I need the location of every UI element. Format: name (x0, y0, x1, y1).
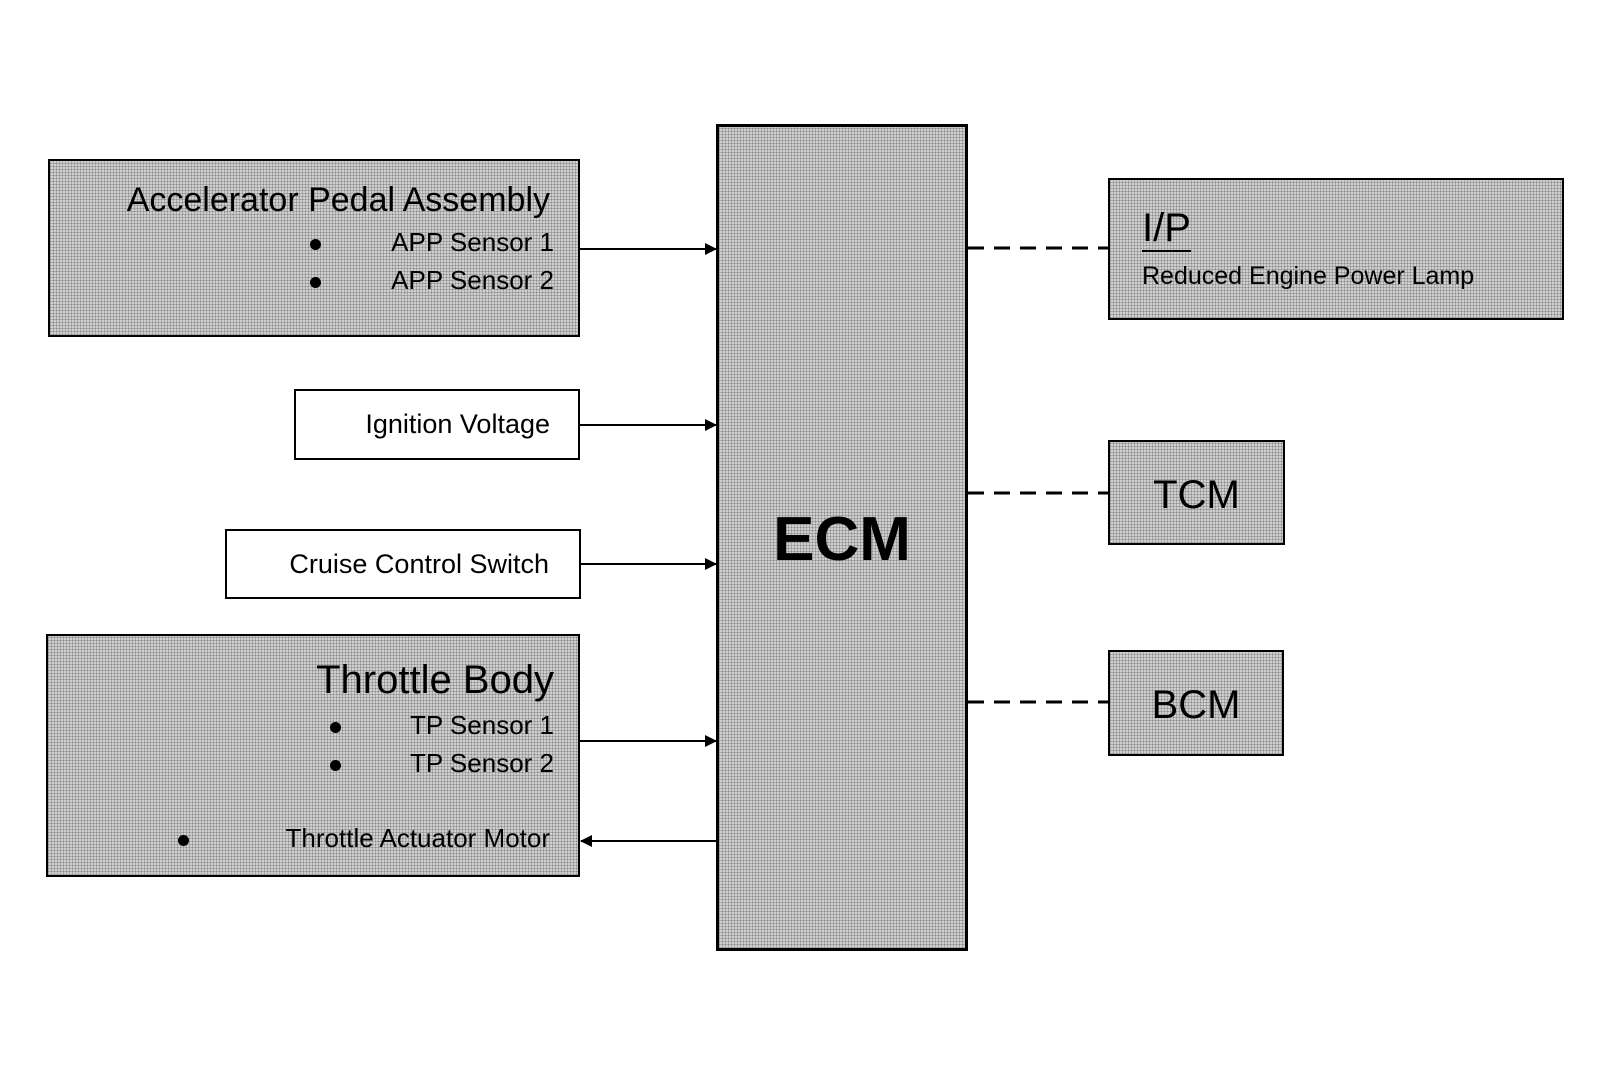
app-assembly-title: Accelerator Pedal Assembly (126, 181, 550, 219)
app-sensor-1-label: APP Sensor 1 (391, 227, 554, 257)
throttle-actuator-motor-label: Throttle Actuator Motor (285, 823, 550, 853)
tp-sensor-1-bullet (330, 722, 341, 733)
ecm-box: ECM (716, 124, 968, 951)
app-sensor-1-bullet (310, 239, 321, 250)
tp-sensor-1-label: TP Sensor 1 (409, 710, 554, 740)
reduced-engine-power-lamp-label: Reduced Engine Power Lamp (1142, 262, 1475, 290)
ip-box: I/P Reduced Engine Power Lamp (1108, 178, 1564, 320)
cruise-control-box: Cruise Control Switch (225, 529, 581, 599)
tp-sensor-2-bullet (330, 760, 341, 771)
ignition-voltage-label: Ignition Voltage (365, 409, 550, 439)
tp-sensor-2-label: TP Sensor 2 (409, 748, 554, 778)
bcm-label: BCM (1151, 683, 1241, 727)
bcm-box: BCM (1108, 650, 1284, 756)
ignition-voltage-box: Ignition Voltage (294, 389, 580, 460)
app-assembly-box: Accelerator Pedal Assembly APP Sensor 1 … (48, 159, 580, 337)
app-sensor-2-label: APP Sensor 2 (391, 265, 554, 295)
ip-title: I/P (1142, 206, 1191, 252)
tcm-label: TCM (1153, 473, 1240, 517)
throttle-body-title: Throttle Body (316, 658, 554, 702)
cruise-control-label: Cruise Control Switch (289, 549, 549, 579)
app-sensor-2-bullet (310, 277, 321, 288)
tcm-box: TCM (1108, 440, 1285, 545)
ecm-label: ECM (773, 505, 911, 574)
throttle-body-box: Throttle Body TP Sensor 1 TP Sensor 2 Th… (46, 634, 580, 877)
motor-bullet (178, 835, 189, 846)
